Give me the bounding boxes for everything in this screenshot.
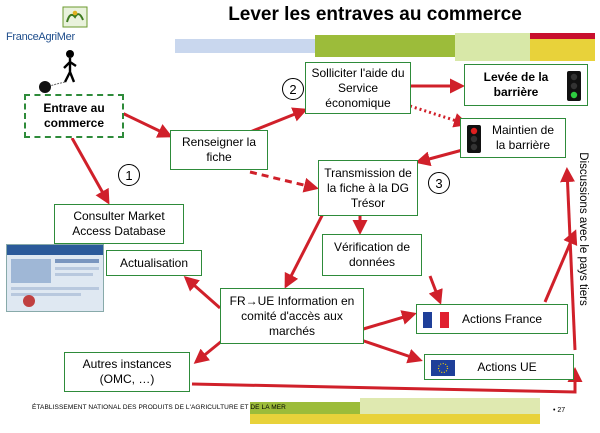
box-consulter: Consulter Market Access Database bbox=[54, 204, 184, 244]
box-renseigner-label: Renseigner la fiche bbox=[181, 135, 257, 164]
box-entrave-label: Entrave au commerce bbox=[43, 101, 105, 130]
box-levee: Levée de la barrière bbox=[464, 64, 588, 106]
box-levee-label: Levée de la barrière bbox=[483, 70, 549, 99]
page-title: Lever les entraves au commerce bbox=[228, 4, 522, 25]
step-1-badge: 1 bbox=[118, 164, 140, 186]
box-actions-france: Actions France bbox=[416, 304, 568, 334]
france-flag-icon bbox=[423, 312, 449, 328]
discussions-side-text: Discussions avec le pays tiers bbox=[577, 152, 589, 306]
box-solliciter-label: Solliciter l'aide du Service économique bbox=[311, 65, 405, 110]
box-actions-france-label: Actions France bbox=[461, 311, 543, 326]
arrow-renseigner-transmission-dashed bbox=[249, 170, 319, 193]
franceagrimer-logo-icon bbox=[62, 6, 88, 28]
arrow-verification-france bbox=[428, 275, 443, 305]
box-actions-ue-label: Actions UE bbox=[477, 359, 537, 374]
step-3-badge: 3 bbox=[428, 172, 450, 194]
box-solliciter: Solliciter l'aide du Service économique bbox=[305, 62, 411, 114]
arrow-solliciter-maintien-dotted bbox=[409, 104, 469, 128]
box-information-label: FR→UE Information en comité d'accès aux … bbox=[229, 293, 355, 338]
box-transmission: Transmission de la fiche à la DG Trésor bbox=[318, 160, 418, 216]
header-band bbox=[175, 33, 595, 61]
arrow-autres-discussions bbox=[191, 367, 583, 394]
step-2-badge: 2 bbox=[282, 78, 304, 100]
arrow-information-france bbox=[359, 310, 417, 332]
box-actualisation-label: Actualisation bbox=[119, 255, 189, 270]
box-actions-ue: Actions UE bbox=[424, 354, 574, 380]
box-actualisation: Actualisation bbox=[106, 250, 202, 276]
box-entrave: Entrave au commerce bbox=[24, 94, 124, 138]
traffic-light-red-icon bbox=[467, 125, 481, 153]
box-maintien: Maintien de la barrière bbox=[460, 118, 566, 158]
eu-flag-icon bbox=[431, 360, 455, 376]
person-ball-chain-icon bbox=[39, 50, 77, 93]
arrow-entrave-consulter bbox=[70, 137, 110, 205]
page-number: • 27 bbox=[553, 407, 566, 414]
box-transmission-label: Transmission de la fiche à la DG Trésor bbox=[324, 165, 412, 210]
traffic-light-green-icon bbox=[567, 71, 581, 101]
box-autres: Autres instances (OMC, …) bbox=[64, 352, 190, 392]
box-verification: Vérification de données bbox=[322, 234, 422, 276]
arrow-information-ue bbox=[354, 336, 423, 364]
box-maintien-label: Maintien de la barrière bbox=[491, 123, 555, 152]
box-renseigner: Renseigner la fiche bbox=[170, 130, 268, 170]
database-screenshot-image bbox=[6, 244, 104, 312]
arrow-ue-discussions bbox=[560, 167, 577, 351]
arrow-entrave-renseigner bbox=[119, 110, 173, 138]
box-information: FR→UE Information en comité d'accès aux … bbox=[220, 288, 364, 344]
box-verification-label: Vérification de données bbox=[333, 240, 411, 269]
footer-band bbox=[250, 398, 540, 424]
arrow-information-actualisation bbox=[183, 276, 221, 310]
footer-text: ÉTABLISSEMENT NATIONAL DES PRODUITS DE L… bbox=[32, 404, 286, 411]
logo-text: FranceAgriMer bbox=[6, 31, 75, 43]
box-consulter-label: Consulter Market Access Database bbox=[72, 209, 166, 238]
arrow-renseigner-solliciter bbox=[249, 107, 308, 134]
discussions-side-label: Discussions avec le pays tiers bbox=[576, 140, 590, 320]
box-autres-label: Autres instances (OMC, …) bbox=[82, 357, 172, 386]
